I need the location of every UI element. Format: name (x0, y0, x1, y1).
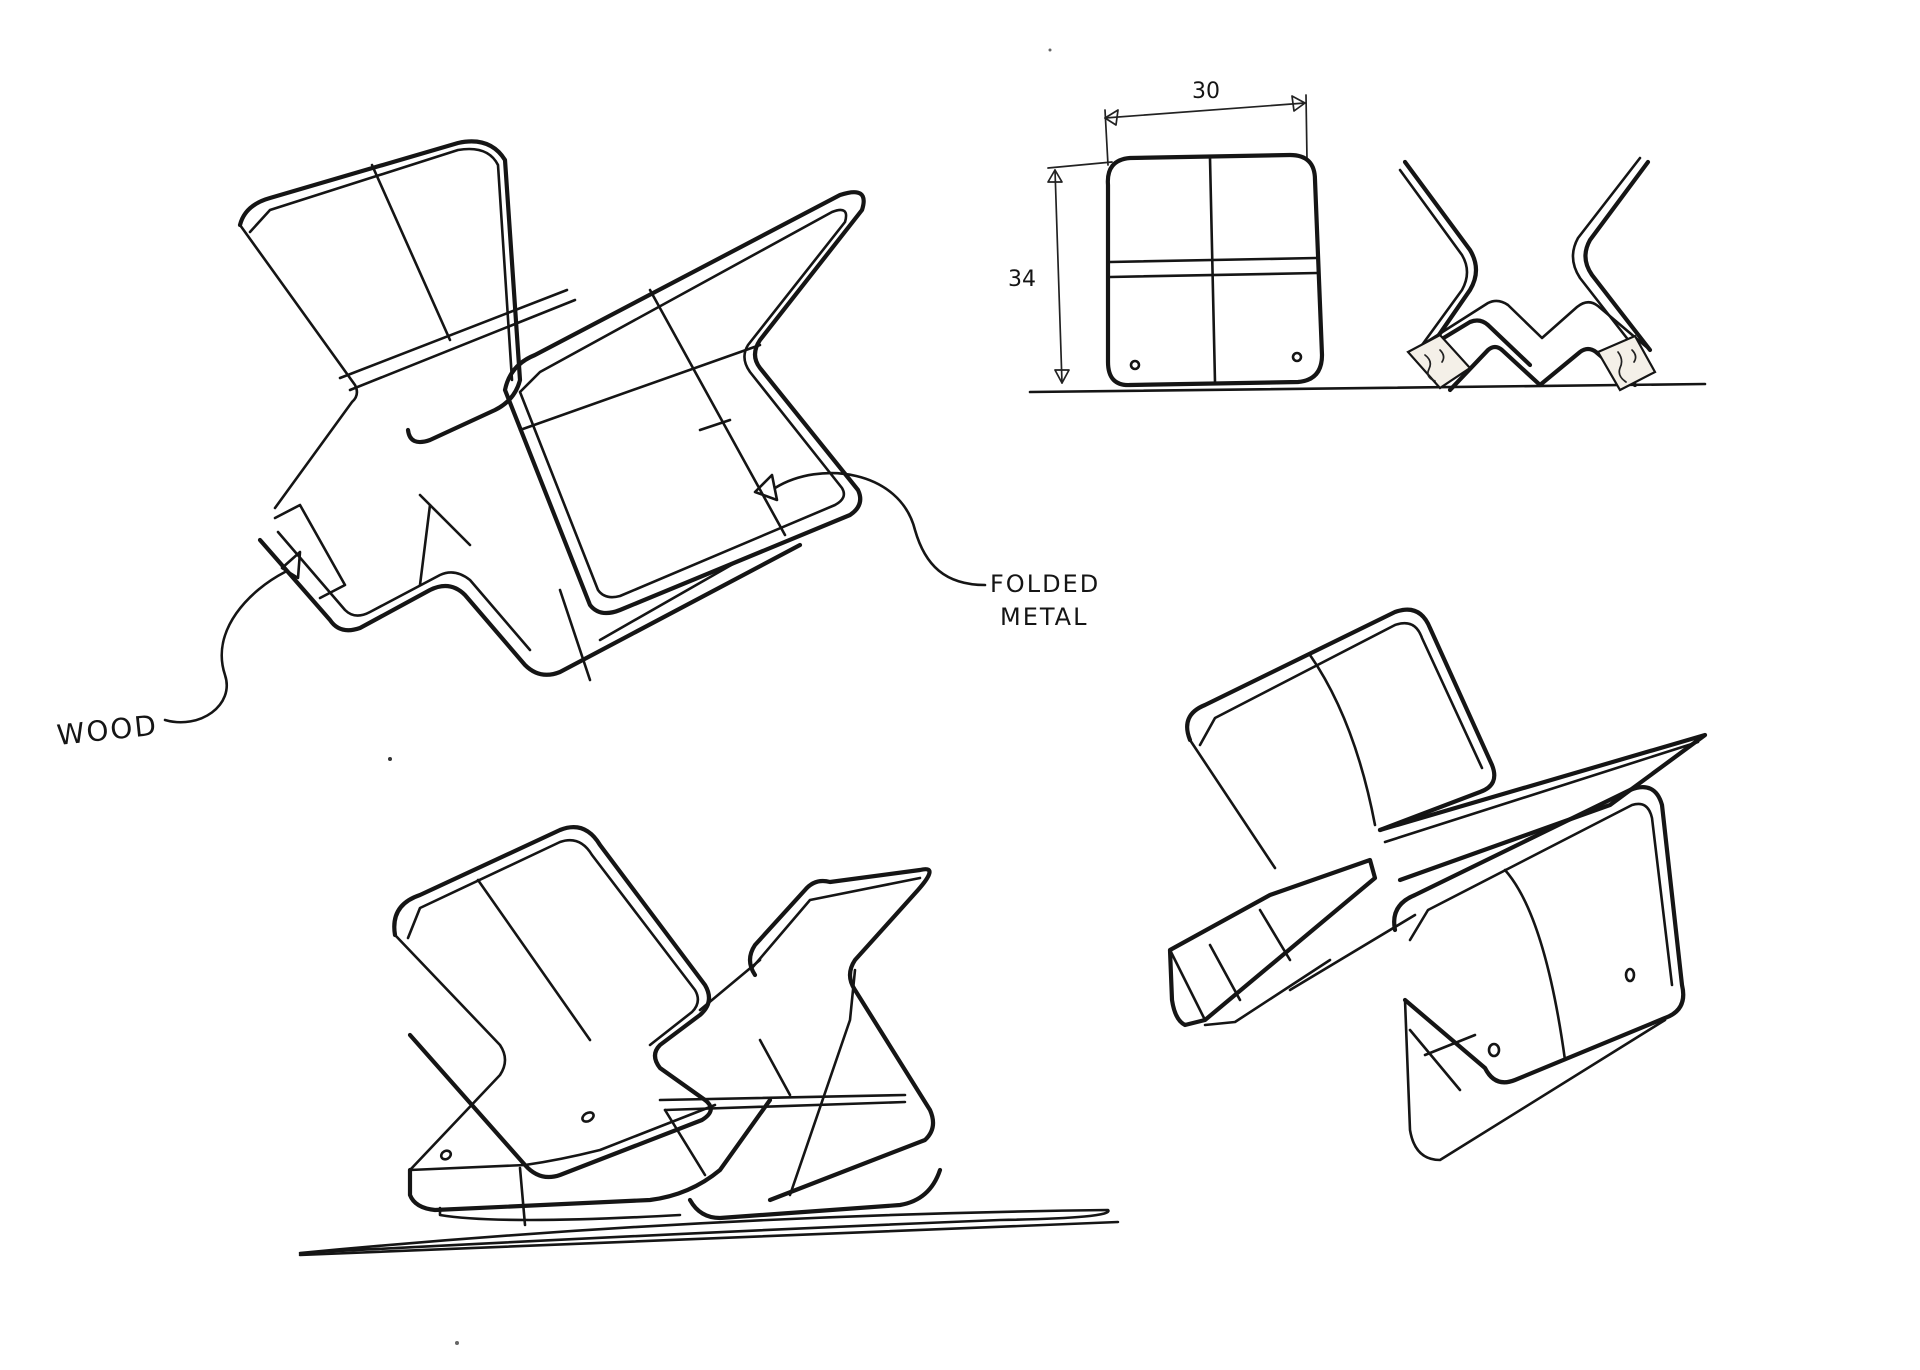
wood-leader-line (163, 570, 287, 724)
height-dimension-label: 34 (1008, 267, 1036, 292)
pencil-dot (455, 1341, 459, 1345)
perspective-sketch-main (237, 139, 866, 682)
perspective-sketch-ground (298, 825, 1120, 1257)
folded-label: FOLDED (990, 570, 1100, 598)
pencil-dot (1048, 48, 1052, 52)
front-elevation-view: 30 34 (1008, 79, 1707, 394)
perspective-sketch-angled (1167, 607, 1708, 1162)
pencil-dot (388, 757, 392, 761)
metal-leader-line (773, 471, 987, 587)
width-dimension-label: 30 (1192, 79, 1220, 104)
metal-label: METAL (1000, 603, 1088, 631)
side-elevation-view (1398, 156, 1657, 393)
wood-label: WOOD (55, 709, 159, 752)
